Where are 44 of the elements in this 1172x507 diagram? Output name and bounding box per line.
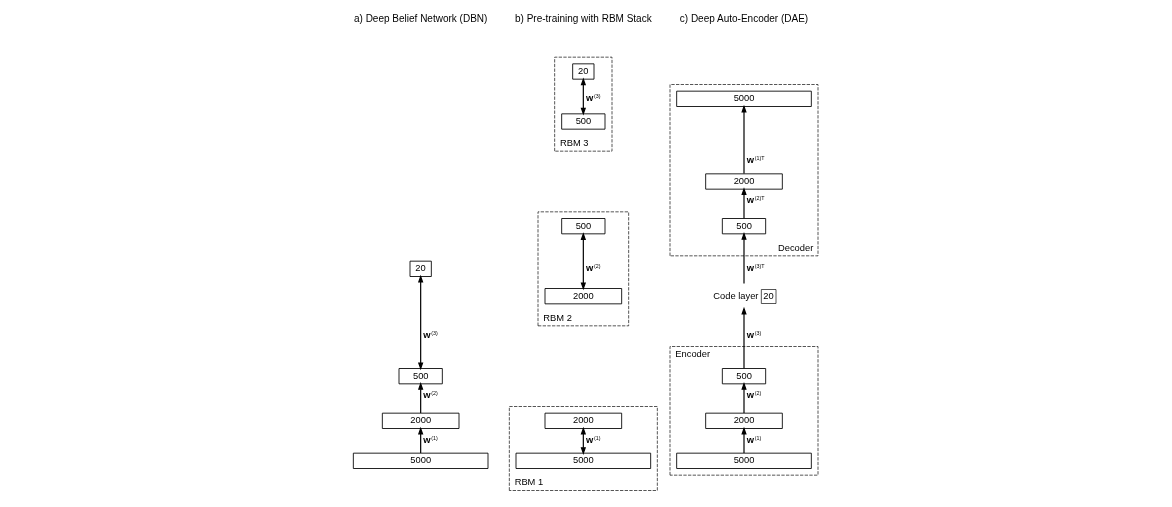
arrow bbox=[741, 426, 747, 454]
arrow bbox=[741, 382, 747, 414]
node-box: 20 bbox=[409, 260, 432, 277]
edge-label: w$^{(2)}$ bbox=[423, 389, 438, 400]
arrow bbox=[580, 232, 587, 291]
arrow bbox=[417, 382, 424, 414]
node-box: 2000 bbox=[705, 173, 783, 190]
edge-label: w$^{(1)T}$ bbox=[746, 155, 765, 166]
arrow bbox=[741, 232, 747, 285]
edge-label: w$^{(3)}$ bbox=[746, 329, 762, 340]
node-box: 2000 bbox=[544, 412, 623, 429]
edge-label: w$^{(3)}$ bbox=[586, 92, 601, 103]
node-box: 2000 bbox=[705, 412, 783, 429]
node-box: 2000 bbox=[544, 288, 623, 305]
label: b) Pre-training with RBM Stack bbox=[514, 12, 652, 24]
edge-label: w$^{(3)}$ bbox=[423, 329, 438, 340]
node-box: 5000 bbox=[676, 452, 812, 469]
node-box: 5000 bbox=[515, 452, 652, 469]
node-label: Code layer bbox=[713, 290, 759, 301]
node-box: 5000 bbox=[352, 452, 489, 469]
arrow bbox=[741, 306, 747, 369]
arrow bbox=[580, 77, 587, 116]
node-box: 500 bbox=[561, 218, 606, 235]
label: c) Deep Auto-Encoder (DAE) bbox=[679, 12, 809, 24]
edge-label: w$^{(2)}$ bbox=[586, 262, 601, 273]
node-box: 20 bbox=[572, 63, 595, 80]
arrow bbox=[417, 274, 424, 371]
arrow bbox=[417, 426, 424, 454]
node-box: 2000 bbox=[381, 412, 460, 429]
node-box: 5000 bbox=[676, 90, 812, 107]
arrow bbox=[741, 104, 747, 175]
edge-label: w$^{(1)}$ bbox=[746, 434, 762, 445]
edge-label: w$^{(1)}$ bbox=[586, 434, 601, 445]
edge-label: w$^{(3)T}$ bbox=[746, 262, 765, 273]
edge-label: w$^{(2)}$ bbox=[746, 389, 762, 400]
node-box: 500 bbox=[398, 368, 443, 385]
node-box: 500 bbox=[561, 113, 606, 130]
edge-label: w$^{(2)T}$ bbox=[746, 195, 765, 206]
arrow bbox=[741, 187, 747, 219]
label: a) Deep Belief Network (DBN) bbox=[353, 12, 488, 24]
node-box: 20 bbox=[761, 289, 777, 304]
node-box: 500 bbox=[721, 218, 767, 235]
node-box: 500 bbox=[721, 368, 767, 385]
edge-label: w$^{(1)}$ bbox=[423, 434, 438, 445]
